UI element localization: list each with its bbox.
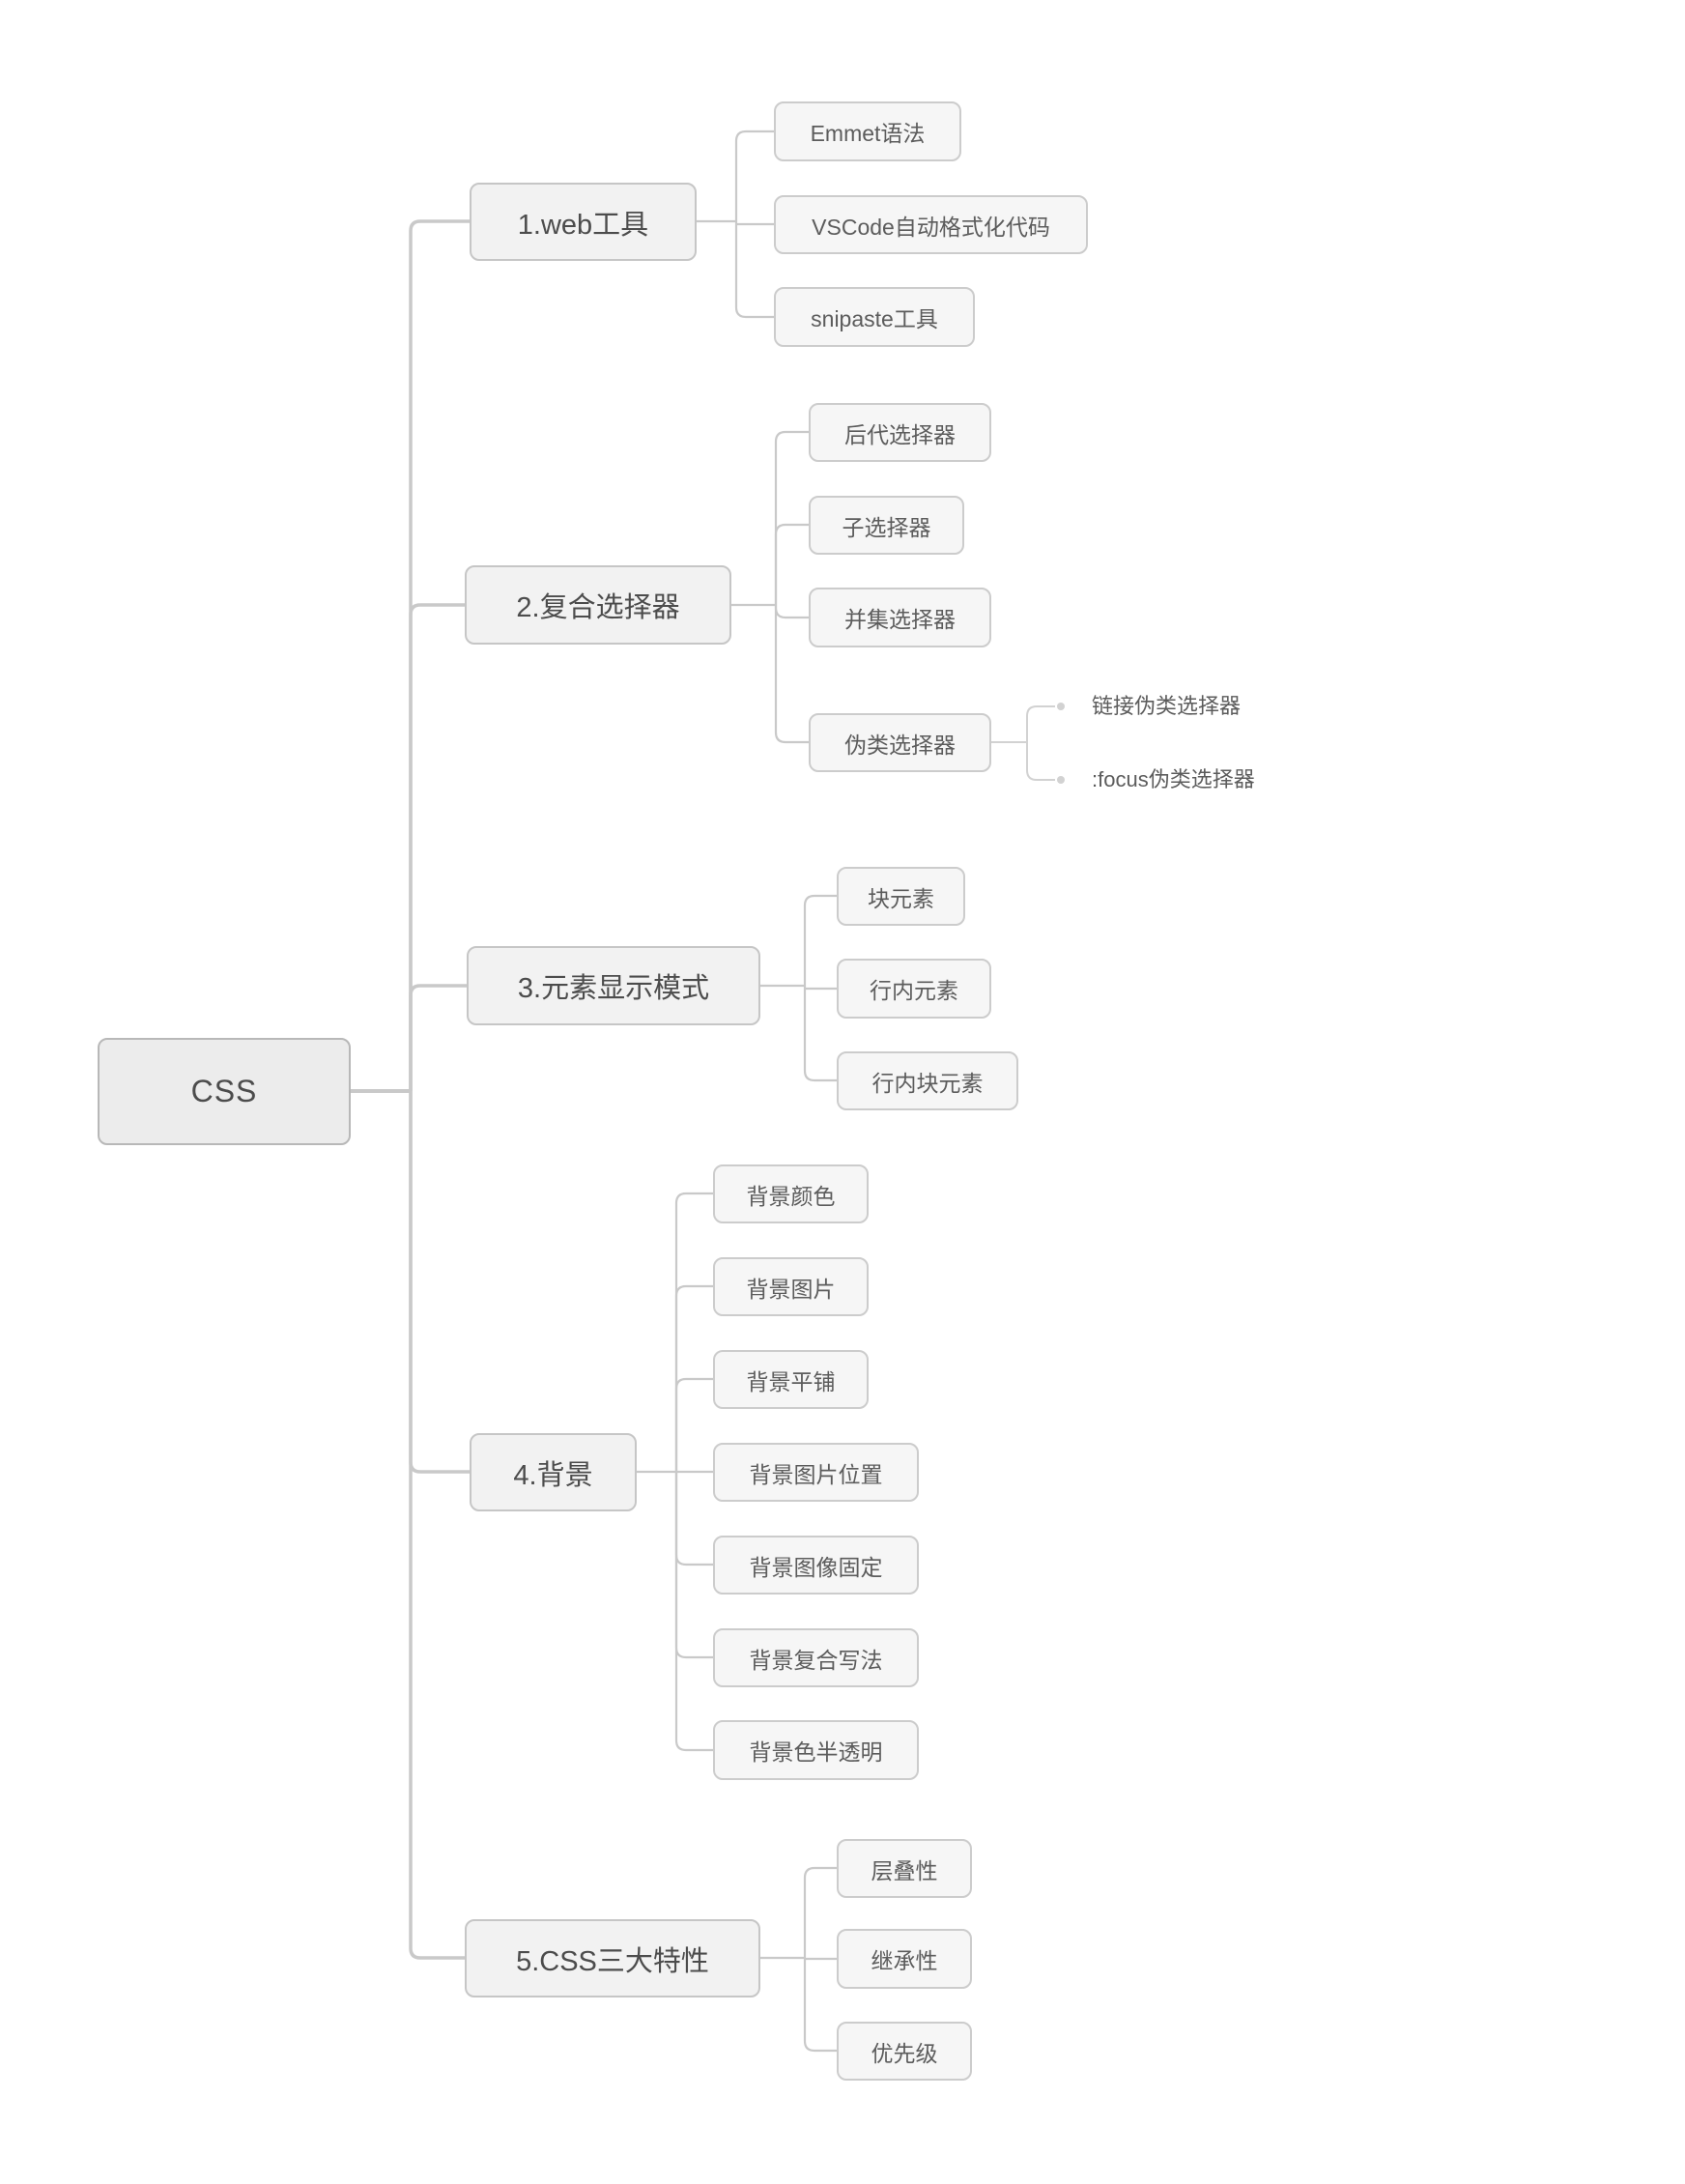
connector-branch-web-tools [409,219,470,1091]
node-cascading[interactable]: 层叠性 [837,1839,972,1898]
connector-snipaste [734,221,774,319]
node-label: 行内块元素 [871,1070,984,1096]
node-label: 2.复合选择器 [516,592,680,623]
node-css-root[interactable]: CSS [98,1038,351,1145]
connector-priority [803,1958,837,2053]
node-label: 后代选择器 [844,421,956,447]
node-descendant-selector[interactable]: 后代选择器 [809,403,991,462]
connector-focus-pseudo [1026,742,1055,781]
node-bg-image[interactable]: 背景图片 [713,1257,869,1316]
node-web-tools[interactable]: 1.web工具 [470,183,697,261]
node-display-modes[interactable]: 3.元素显示模式 [467,946,760,1025]
connector-child-selector [774,523,809,605]
focus-pseudo-dot [1057,776,1065,784]
node-label: 背景复合写法 [749,1647,883,1673]
node-label: snipaste工具 [811,306,938,331]
node-inline-element[interactable]: 行内元素 [837,959,991,1019]
node-label: 3.元素显示模式 [517,973,710,1004]
connector-descendant [774,430,809,605]
node-pseudo-class-selector[interactable]: 伪类选择器 [809,713,991,772]
connector-inline-block [803,986,837,1082]
connector-emmet [734,129,774,221]
connector-branch-css-features [409,1091,465,1960]
node-bg-position[interactable]: 背景图片位置 [713,1443,919,1502]
connector-pseudo [774,605,809,744]
node-label: CSS [190,1074,258,1108]
node-css-three-features[interactable]: 5.CSS三大特性 [465,1919,760,1997]
connector-branch-display-modes [409,984,467,1091]
node-label: 优先级 [871,2040,938,2066]
connector-union [774,605,809,619]
connector-bg-image [674,1284,713,1472]
node-inheritance[interactable]: 继承性 [837,1929,972,1989]
node-priority[interactable]: 优先级 [837,2022,972,2081]
node-bg-repeat[interactable]: 背景平铺 [713,1350,869,1409]
node-label: 伪类选择器 [844,732,956,758]
node-union-selector[interactable]: 并集选择器 [809,588,991,647]
connector-bg-color [674,1192,713,1472]
link-pseudo-dot [1057,703,1065,710]
node-label: 背景颜色 [746,1183,836,1209]
connector-bg-alpha [674,1472,713,1752]
node-block-element[interactable]: 块元素 [837,867,965,926]
node-label: 背景图片 [746,1276,836,1302]
node-label: 1.web工具 [517,209,649,241]
node-label: 5.CSS三大特性 [516,1945,709,1977]
node-label: 继承性 [871,1948,938,1973]
node-compound-selectors[interactable]: 2.复合选择器 [465,565,731,645]
node-label: Emmet语法 [810,121,926,146]
node-label: 背景图像固定 [749,1554,883,1580]
connector-bg-repeat [674,1377,713,1472]
node-label: 背景色半透明 [749,1739,883,1765]
connector-branch-compound-selectors [409,603,465,1091]
node-label: 块元素 [868,885,934,911]
connector-branch-background [409,1091,470,1474]
node-label: 4.背景 [513,1459,593,1491]
node-background[interactable]: 4.背景 [470,1433,637,1511]
node-focus-pseudo-class[interactable]: :focus伪类选择器 [1092,767,1255,791]
node-label: 子选择器 [842,514,931,540]
connector-block [803,894,837,986]
node-label: 背景图片位置 [749,1461,883,1487]
connector-bg-attachment [674,1472,713,1566]
connector-link-pseudo [1026,705,1055,742]
node-label: VSCode自动格式化代码 [812,214,1050,240]
node-snipaste-tool[interactable]: snipaste工具 [774,287,975,347]
node-label: 行内元素 [870,978,958,1003]
node-bg-attachment[interactable]: 背景图像固定 [713,1536,919,1595]
node-bg-semi-transparent[interactable]: 背景色半透明 [713,1720,919,1780]
node-bg-shorthand[interactable]: 背景复合写法 [713,1628,919,1687]
node-label: 并集选择器 [844,607,956,632]
node-label: 层叠性 [871,1857,938,1883]
node-label: 背景平铺 [746,1368,836,1394]
node-child-selector[interactable]: 子选择器 [809,496,964,555]
node-vscode-autoformat[interactable]: VSCode自动格式化代码 [774,195,1088,254]
connector-cascading [803,1866,837,1958]
node-emmet-syntax[interactable]: Emmet语法 [774,101,961,161]
node-link-pseudo-class[interactable]: 链接伪类选择器 [1092,694,1242,718]
node-bg-color[interactable]: 背景颜色 [713,1164,869,1223]
node-inline-block-element[interactable]: 行内块元素 [837,1051,1018,1110]
